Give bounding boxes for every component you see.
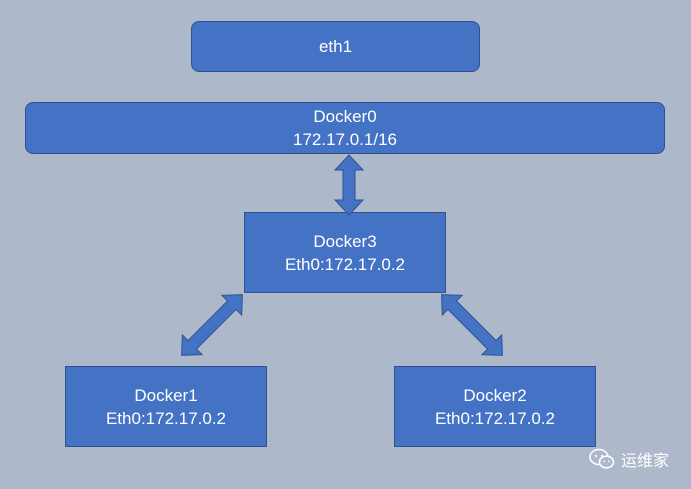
watermark-text: 运维家 [620,451,669,470]
docker2-ip: Eth0:172.17.0.2 [434,408,556,428]
docker0-label: Docker0 [313,107,377,126]
docker0-bridge-node: Docker0 172.17.0.1/16 [25,102,665,154]
eth1-label: eth1 [318,37,353,56]
arrow-docker3-docker2 [441,294,503,356]
docker3-ip: Eth0:172.17.0.2 [284,254,406,274]
docker3-node: Docker3 Eth0:172.17.0.2 [244,212,446,293]
eth1-node: eth1 [191,21,480,72]
arrow-docker3-docker1 [181,294,243,356]
docker1-ip: Eth0:172.17.0.2 [105,408,227,428]
docker0-ip: 172.17.0.1/16 [293,130,397,149]
watermark: 运维家 [589,447,669,471]
docker1-label: Docker1 [134,385,198,405]
wechat-icon [589,448,615,469]
docker3-label: Docker3 [313,231,377,251]
docker1-node: Docker1 Eth0:172.17.0.2 [65,366,267,447]
arrow-docker0-docker3 [333,154,365,216]
docker2-label: Docker2 [463,385,527,405]
docker2-node: Docker2 Eth0:172.17.0.2 [394,366,596,447]
